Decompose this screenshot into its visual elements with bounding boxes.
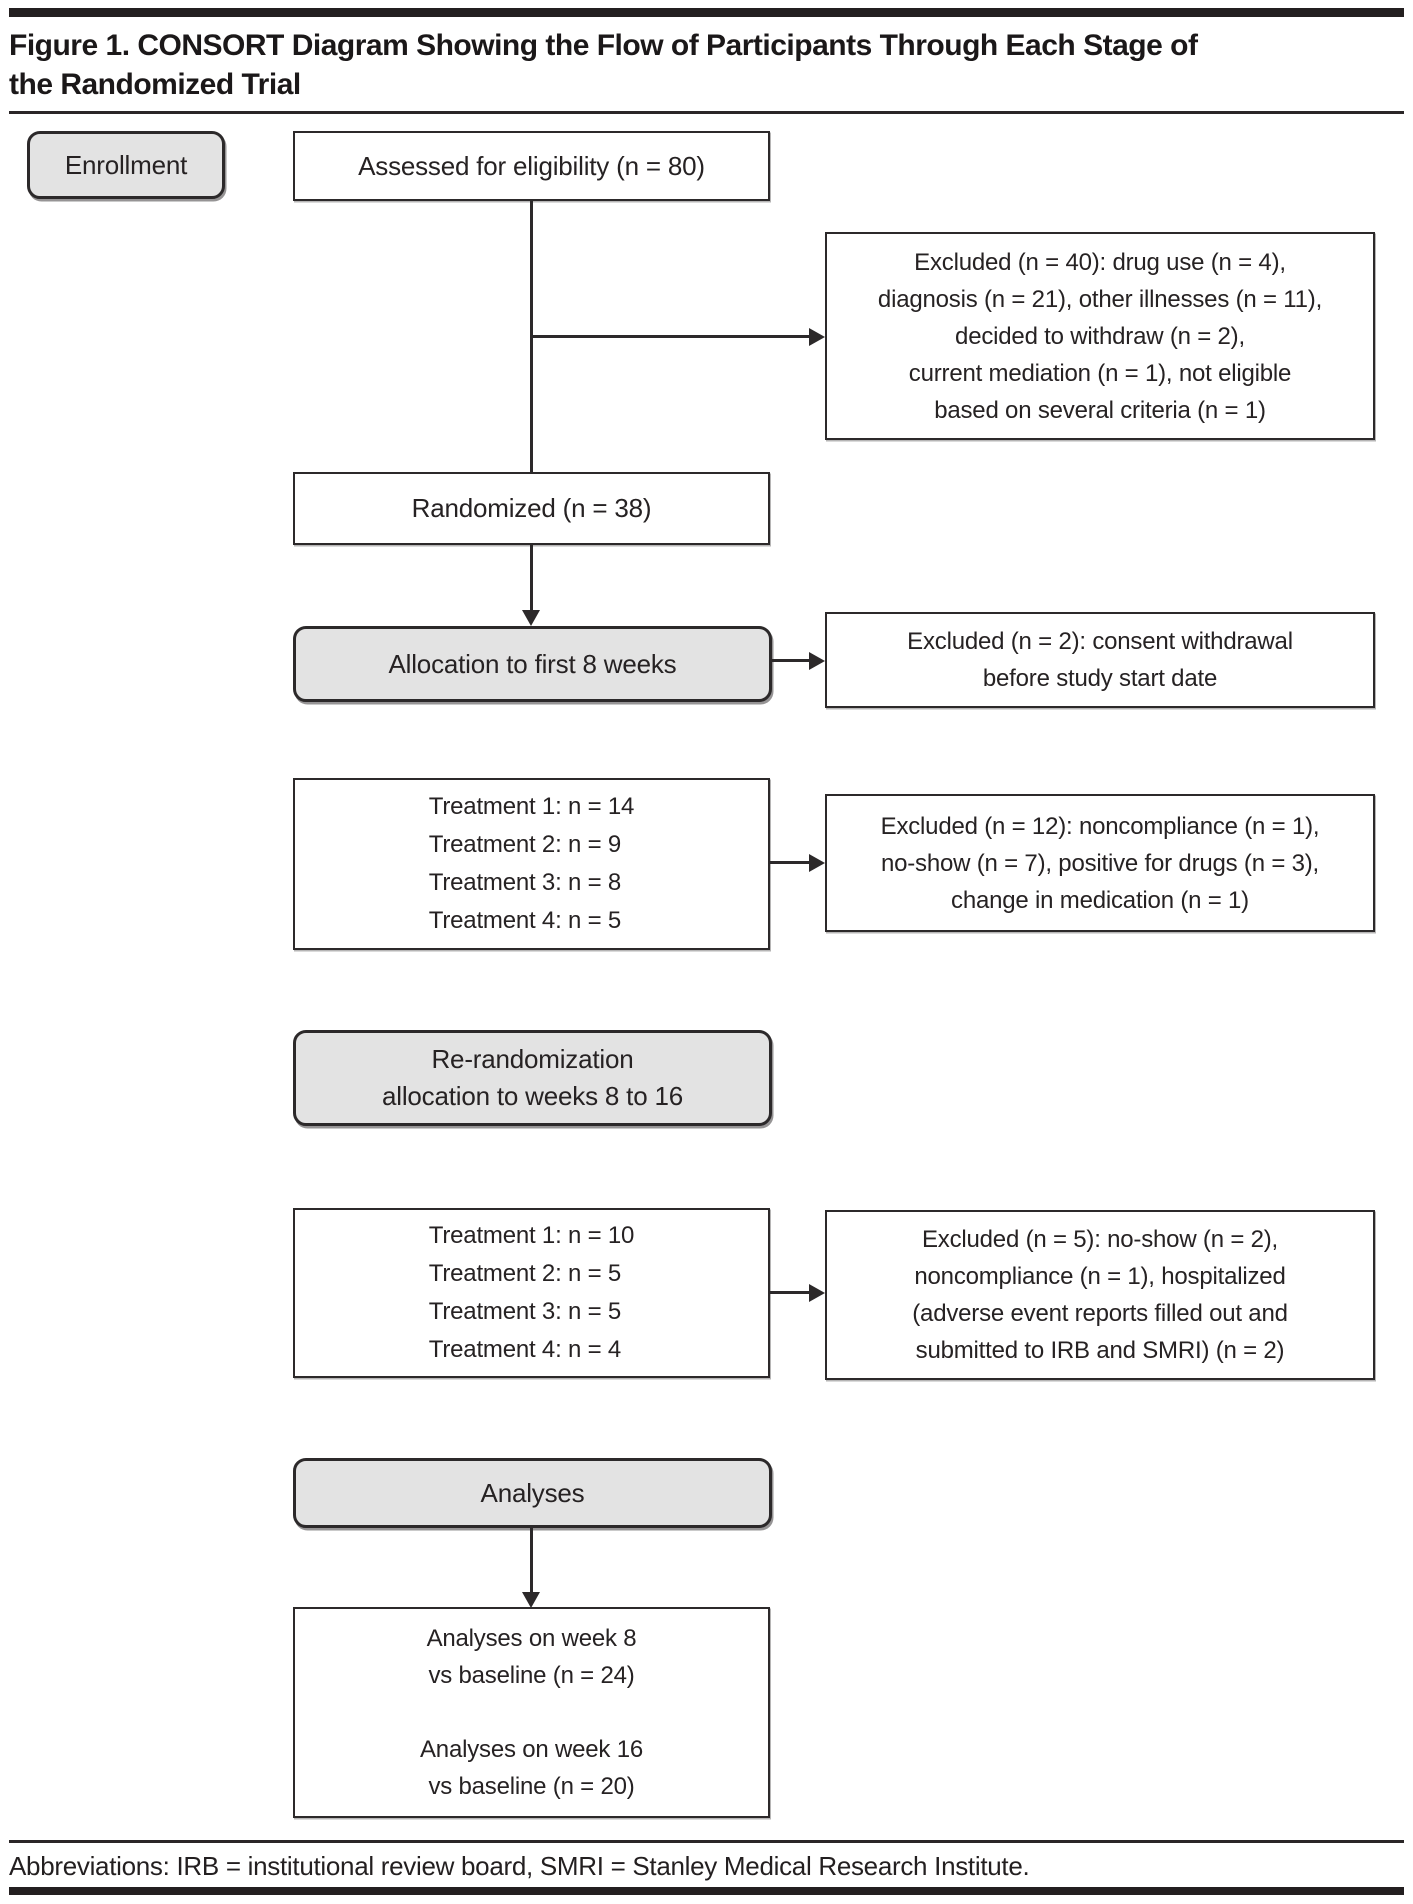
randomized-label: Randomized (n = 38)	[411, 493, 652, 523]
assessed-eligibility-box: Assessed for eligibility (n = 80)	[293, 131, 770, 201]
analyses-week8-line: vs baseline (n = 24)	[428, 1662, 635, 1689]
excluded-enrollment-line: based on several criteria (n = 1)	[934, 396, 1266, 424]
analyses-week16-line: Analyses on week 16	[419, 1736, 643, 1763]
enrollment-stage-box: Enrollment	[27, 131, 225, 199]
analyses-results-box: Analyses on week 8 vs baseline (n = 24) …	[293, 1607, 770, 1818]
excluded-treatment1-line: Excluded (n = 12): noncompliance (n = 1)…	[880, 812, 1320, 840]
analyses-stage-box: Analyses	[293, 1458, 772, 1528]
excluded-allocation-line: Excluded (n = 2): consent withdrawal	[907, 628, 1293, 655]
top-rule	[9, 8, 1404, 17]
arrowhead-excluded-allocation	[809, 652, 825, 670]
treatment-1-count: Treatment 1: n = 14	[428, 793, 635, 820]
excluded-allocation-line: before study start date	[982, 665, 1218, 692]
assessed-eligibility-label: Assessed for eligibility (n = 80)	[358, 150, 705, 181]
figure-title-line-1: Figure 1. CONSORT Diagram Showing the Fl…	[9, 29, 1198, 62]
excluded-enrollment-line: current mediation (n = 1), not eligible	[908, 359, 1292, 387]
excluded-enrollment-line: diagnosis (n = 21), other illnesses (n =…	[877, 285, 1323, 313]
excluded-treatment2-line: (adverse event reports filled out and	[912, 1300, 1288, 1327]
arrowhead-excluded-enrollment	[809, 328, 825, 346]
excluded-enrollment-box: Excluded (n = 40): drug use (n = 4), dia…	[825, 232, 1375, 440]
allocation-first-8-weeks-box: Allocation to first 8 weeks	[293, 626, 772, 702]
excluded-treatment-1-box: Excluded (n = 12): noncompliance (n = 1)…	[825, 794, 1375, 932]
excluded-treatment1-line: change in medication (n = 1)	[951, 886, 1249, 914]
re-randomization-box: Re-randomization allocation to weeks 8 t…	[293, 1030, 772, 1126]
connector-randomized-allocation	[530, 545, 533, 611]
arrowhead-excluded-treatment1	[809, 854, 825, 872]
footer-divider	[9, 1840, 1404, 1843]
analyses-week16-line: vs baseline (n = 20)	[428, 1773, 635, 1800]
connector-branch-excluded-enrollment	[531, 335, 809, 338]
connector-treatment2-excluded	[770, 1291, 809, 1294]
bottom-rule	[9, 1887, 1404, 1895]
arrowhead-analyses-results	[522, 1592, 540, 1608]
allocation-first-8-weeks-label: Allocation to first 8 weeks	[388, 648, 677, 679]
figure-title-line-2: the Randomized Trial	[9, 68, 301, 101]
analyses-week8-line: Analyses on week 8	[426, 1625, 637, 1652]
connector-treatment1-excluded	[770, 861, 809, 864]
treatment-allocation-2-box: Treatment 1: n = 10 Treatment 2: n = 5 T…	[293, 1208, 770, 1378]
treatment-3-count: Treatment 3: n = 8	[428, 869, 622, 896]
excluded-allocation-box: Excluded (n = 2): consent withdrawal bef…	[825, 612, 1375, 708]
enrollment-stage-label: Enrollment	[64, 149, 188, 180]
treatment-3-count: Treatment 3: n = 5	[428, 1298, 622, 1325]
connector-analyses-results	[530, 1528, 533, 1594]
treatment-2-count: Treatment 2: n = 9	[428, 831, 622, 858]
excluded-treatment2-line: submitted to IRB and SMRI) (n = 2)	[915, 1337, 1285, 1364]
abbreviations-note: Abbreviations: IRB = institutional revie…	[9, 1851, 1030, 1881]
treatment-2-count: Treatment 2: n = 5	[428, 1260, 622, 1287]
re-randomization-line: Re-randomization	[431, 1044, 634, 1074]
treatment-1-count: Treatment 1: n = 10	[428, 1222, 635, 1249]
excluded-enrollment-line: decided to withdraw (n = 2),	[955, 322, 1245, 350]
re-randomization-line: allocation to weeks 8 to 16	[381, 1081, 683, 1111]
treatment-4-count: Treatment 4: n = 5	[428, 907, 622, 934]
title-divider	[9, 111, 1404, 114]
treatment-4-count: Treatment 4: n = 4	[428, 1336, 622, 1363]
connector-allocation-excluded	[772, 659, 809, 662]
excluded-treatment2-line: noncompliance (n = 1), hospitalized	[914, 1263, 1286, 1290]
treatment-allocation-1-box: Treatment 1: n = 14 Treatment 2: n = 9 T…	[293, 778, 770, 950]
excluded-enrollment-line: Excluded (n = 40): drug use (n = 4),	[914, 248, 1286, 276]
figure-title: Figure 1. CONSORT Diagram Showing the Fl…	[9, 26, 1407, 104]
excluded-treatment1-line: no-show (n = 7), positive for drugs (n =…	[880, 849, 1320, 877]
excluded-treatment-2-box: Excluded (n = 5): no-show (n = 2), nonco…	[825, 1210, 1375, 1380]
excluded-treatment2-line: Excluded (n = 5): no-show (n = 2),	[921, 1226, 1279, 1253]
analyses-spacer-line	[295, 1694, 768, 1731]
analyses-stage-label: Analyses	[480, 1477, 585, 1508]
arrowhead-excluded-treatment2	[809, 1284, 825, 1302]
arrowhead-allocation	[522, 610, 540, 626]
randomized-box: Randomized (n = 38)	[293, 472, 770, 545]
